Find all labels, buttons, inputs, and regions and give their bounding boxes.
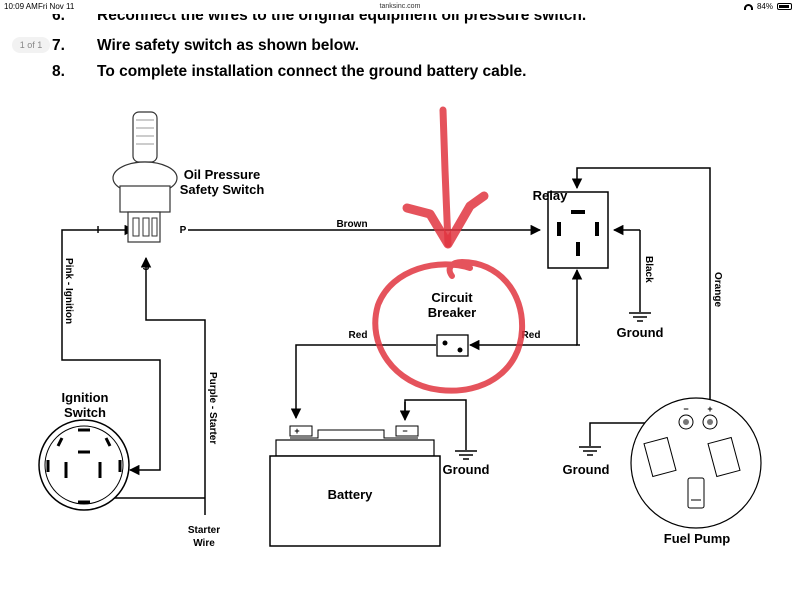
orange-wire <box>571 167 711 392</box>
circuit-breaker-label: Breaker <box>428 305 476 320</box>
ground-label: Ground <box>617 325 664 340</box>
ground-icon <box>455 450 477 460</box>
ignition-switch-icon <box>38 419 130 511</box>
circuit-breaker-icon <box>436 334 469 357</box>
orange-wire-label: Orange <box>712 272 723 307</box>
status-time: 10:09 AM <box>4 2 38 11</box>
red-wire-relay <box>571 268 583 346</box>
pump-minus-label: − <box>683 404 688 414</box>
red-wire-label: Red <box>522 330 541 341</box>
terminal-s-label: S <box>143 262 150 273</box>
ignition-switch-label: Ignition <box>62 390 109 405</box>
terminal-p-label: P <box>180 225 187 236</box>
wifi-icon <box>743 3 753 10</box>
step-number: 7. <box>52 37 65 54</box>
battery-percent: 84% <box>756 2 773 11</box>
relay-icon <box>547 191 609 269</box>
circuit-breaker-label: Circuit <box>431 290 473 305</box>
wire-labels: Starter Wire Brown Red Red I P S + − − +… <box>63 219 723 549</box>
status-date: Fri Nov 11 <box>38 2 75 11</box>
starter-wire-label: Wire <box>193 538 215 549</box>
ground-label: Ground <box>443 462 490 477</box>
page-indicator: 1 of 1 <box>12 37 50 53</box>
black-wire-label: Black <box>643 256 654 283</box>
battery-icon <box>777 3 792 10</box>
red-arrow-shaft <box>439 106 452 248</box>
pink-ignition-wire <box>61 229 161 476</box>
pump-plus-label: + <box>707 404 712 414</box>
step-text: To complete installation connect the gro… <box>97 63 527 80</box>
terminal-i-label: I <box>97 225 100 236</box>
oil-pressure-switch-icon <box>112 111 178 243</box>
status-indicators: 84% <box>743 2 792 11</box>
ground-icon <box>579 446 601 456</box>
red-wire-label: Red <box>349 330 368 341</box>
brown-wire-label: Brown <box>336 219 367 230</box>
ground-symbols <box>455 312 651 460</box>
battery-plus-label: + <box>294 426 299 436</box>
fuel-pump-icon <box>630 397 762 529</box>
oil-switch-label: Safety Switch <box>180 182 265 197</box>
red-circle-highlight <box>372 259 526 394</box>
purple-starter-wire <box>140 256 206 515</box>
oil-switch-label: Oil Pressure <box>184 167 261 182</box>
ground-label: Ground <box>563 462 610 477</box>
step-number: 8. <box>52 63 65 80</box>
battery-label: Battery <box>328 487 374 502</box>
step-text: Wire safety switch as shown below. <box>97 37 359 54</box>
battery-minus-label: − <box>402 426 407 436</box>
red-wire-battery <box>290 344 436 420</box>
red-arrow-head <box>402 191 489 249</box>
ignition-switch-label: Switch <box>64 405 106 420</box>
red-annotation <box>372 106 526 394</box>
component-labels: Oil Pressure Safety Switch Relay Circuit… <box>62 167 731 546</box>
starter-wire-label: Starter <box>188 525 220 536</box>
relay-label: Relay <box>533 188 568 203</box>
wires <box>61 167 716 515</box>
battery-icon <box>269 425 441 547</box>
purple-wire-label: Purple - Starter <box>207 372 218 444</box>
pink-wire-label: Pink - Ignition <box>63 258 74 324</box>
ground-icon <box>629 312 651 322</box>
fuel-pump-label: Fuel Pump <box>664 531 731 546</box>
status-bar: 10:09 AM Fri Nov 11 tanksinc.com 84% <box>0 0 800 14</box>
address-url[interactable]: tanksinc.com <box>379 3 421 10</box>
